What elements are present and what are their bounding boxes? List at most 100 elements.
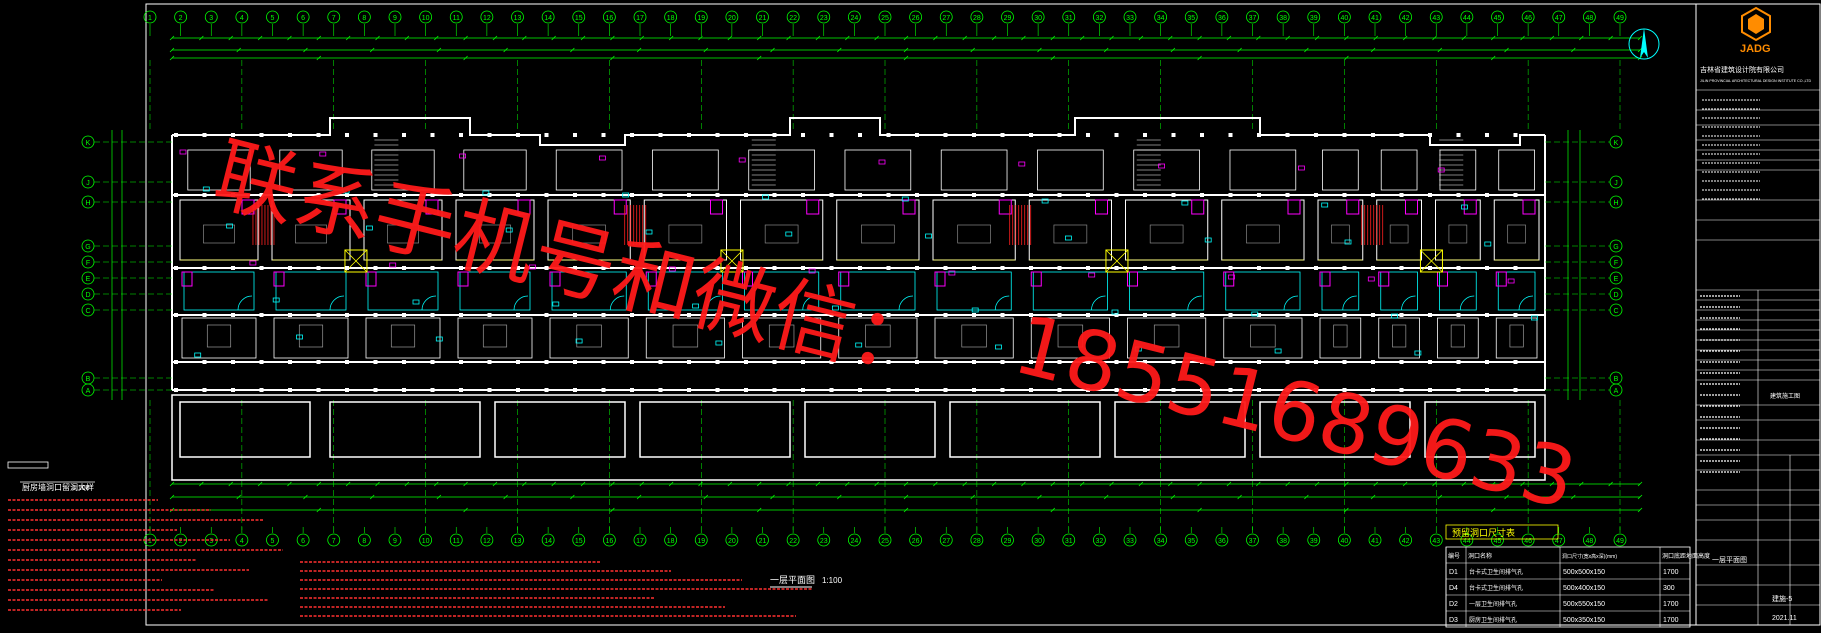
axis-label-bottom: 11	[453, 538, 460, 545]
axis-bubble-top	[909, 10, 923, 24]
axis-bubble-bottom	[1031, 533, 1045, 547]
axis-label-bottom: 44	[1463, 538, 1471, 545]
axis-bubble-top	[725, 10, 739, 24]
axis-bubble-bottom	[1399, 533, 1413, 547]
table-header-cell: 编号	[1448, 552, 1460, 560]
table-cell: 500x350x150	[1563, 617, 1605, 624]
axis-bubble-right	[1609, 135, 1623, 149]
axis-bubble-bottom	[541, 533, 555, 547]
drawing-title-group: 一层平面图 1:100	[770, 575, 843, 588]
axis-label-bottom: 49	[1616, 538, 1624, 545]
axis-label-bottom: 31	[1065, 538, 1073, 545]
top-dimension-lines	[169, 35, 1643, 61]
axis-bubble-top	[602, 10, 616, 24]
axis-bubble-bottom	[1154, 533, 1168, 547]
table-cell: 1700	[1663, 617, 1679, 624]
balcony-strip	[171, 394, 1546, 481]
table-caption: 预留洞口尺寸表	[1452, 527, 1515, 538]
axis-bubble-left	[81, 135, 95, 149]
axis-bubble-top	[1337, 10, 1351, 24]
axis-label-left: D	[85, 292, 90, 299]
axis-label-top: 11	[453, 15, 460, 22]
axis-bubble-bottom	[633, 533, 647, 547]
axis-bubble-bottom	[511, 533, 524, 547]
axis-label-bottom: 21	[759, 538, 767, 545]
axis-bubble-top	[449, 10, 463, 24]
axis-label-top: 36	[1218, 15, 1226, 22]
axis-label-bottom: 23	[820, 538, 828, 545]
axis-label-bottom: 28	[973, 538, 981, 545]
axis-bubble-bottom	[1368, 533, 1382, 547]
axis-label-right: E	[1614, 276, 1619, 283]
axis-bubble-left	[81, 175, 95, 189]
axis-label-right: K	[1614, 140, 1619, 147]
axis-label-top: 35	[1187, 15, 1195, 22]
axis-label-bottom: 22	[789, 538, 797, 545]
side-dimension-lines	[111, 130, 1581, 400]
axis-bubble-top	[174, 10, 188, 24]
axis-label-bottom: 13	[514, 538, 522, 545]
axis-bubble-bottom	[1062, 533, 1076, 547]
axis-label-top: 23	[820, 15, 828, 22]
axis-label-top: 39	[1310, 15, 1318, 22]
table-cell: 500x400x150	[1563, 585, 1605, 592]
axis-bubble-top	[1031, 10, 1045, 24]
axis-label-bottom: 35	[1187, 538, 1195, 545]
axis-label-bottom: 27	[942, 538, 950, 545]
axis-label-bottom: 30	[1034, 538, 1042, 545]
axis-label-top: 47	[1555, 15, 1563, 22]
axis-bubble-bottom	[847, 533, 861, 547]
table-cell: D1	[1449, 569, 1458, 576]
axis-bubble-bottom	[909, 533, 923, 547]
axis-label-top: 24	[850, 15, 858, 22]
axis-bubble-left	[81, 195, 95, 209]
axis-bubble-left	[81, 255, 95, 269]
table-cell: 台卡式卫生间排气孔	[1469, 584, 1523, 592]
axis-bubble-bottom	[296, 533, 310, 547]
axis-bubble-top	[1215, 10, 1229, 24]
axis-bubble-top	[970, 10, 984, 24]
axis-label-bottom: 7	[332, 538, 336, 545]
axis-label-top: 48	[1585, 15, 1593, 22]
axis-label-bottom: 41	[1371, 538, 1379, 545]
axis-bubble-bottom	[694, 533, 708, 547]
table-cell: 厨房卫生间排气孔	[1469, 616, 1517, 624]
table-cell: 1700	[1663, 601, 1679, 608]
axis-bubble-right	[1609, 383, 1623, 397]
axis-label-top: 19	[697, 15, 705, 22]
axis-bubble-left	[81, 271, 95, 285]
axis-bubble-top	[1307, 10, 1321, 24]
axis-label-top: 21	[759, 15, 767, 22]
axis-label-top: 14	[544, 15, 552, 22]
axis-label-top: 34	[1157, 15, 1165, 22]
axis-label-top: 9	[393, 15, 397, 22]
axis-label-bottom: 40	[1340, 538, 1348, 545]
axis-bubble-bottom	[1460, 533, 1474, 547]
axis-bubble-bottom	[1184, 533, 1198, 547]
axis-label-bottom: 36	[1218, 538, 1226, 545]
axis-label-top: 8	[362, 15, 366, 22]
axis-bubble-top	[694, 10, 708, 24]
axis-bubble-bottom	[939, 533, 953, 547]
axis-label-top: 15	[575, 15, 583, 22]
axis-label-left: H	[85, 200, 90, 207]
axis-label-bottom: 6	[301, 538, 305, 545]
axis-label-top: 4	[240, 15, 244, 22]
axis-label-top: 2	[179, 15, 183, 22]
axis-bubble-bottom	[419, 533, 433, 547]
axis-bubble-left	[81, 239, 95, 253]
axis-label-top: 46	[1524, 15, 1532, 22]
axis-label-bottom: 20	[728, 538, 736, 545]
axis-label-bottom: 10	[422, 538, 430, 545]
axis-label-top: 7	[332, 15, 336, 22]
axis-label-left: K	[86, 140, 91, 147]
axis-label-left: A	[86, 388, 91, 395]
axis-label-bottom: 15	[575, 538, 583, 545]
title-block: JADG 吉林省建筑设计院有限公司 JILIN PROVINCIAL ARCHI…	[1696, 6, 1820, 625]
axis-label-top: 45	[1494, 15, 1502, 22]
axis-bubble-top	[204, 10, 218, 24]
